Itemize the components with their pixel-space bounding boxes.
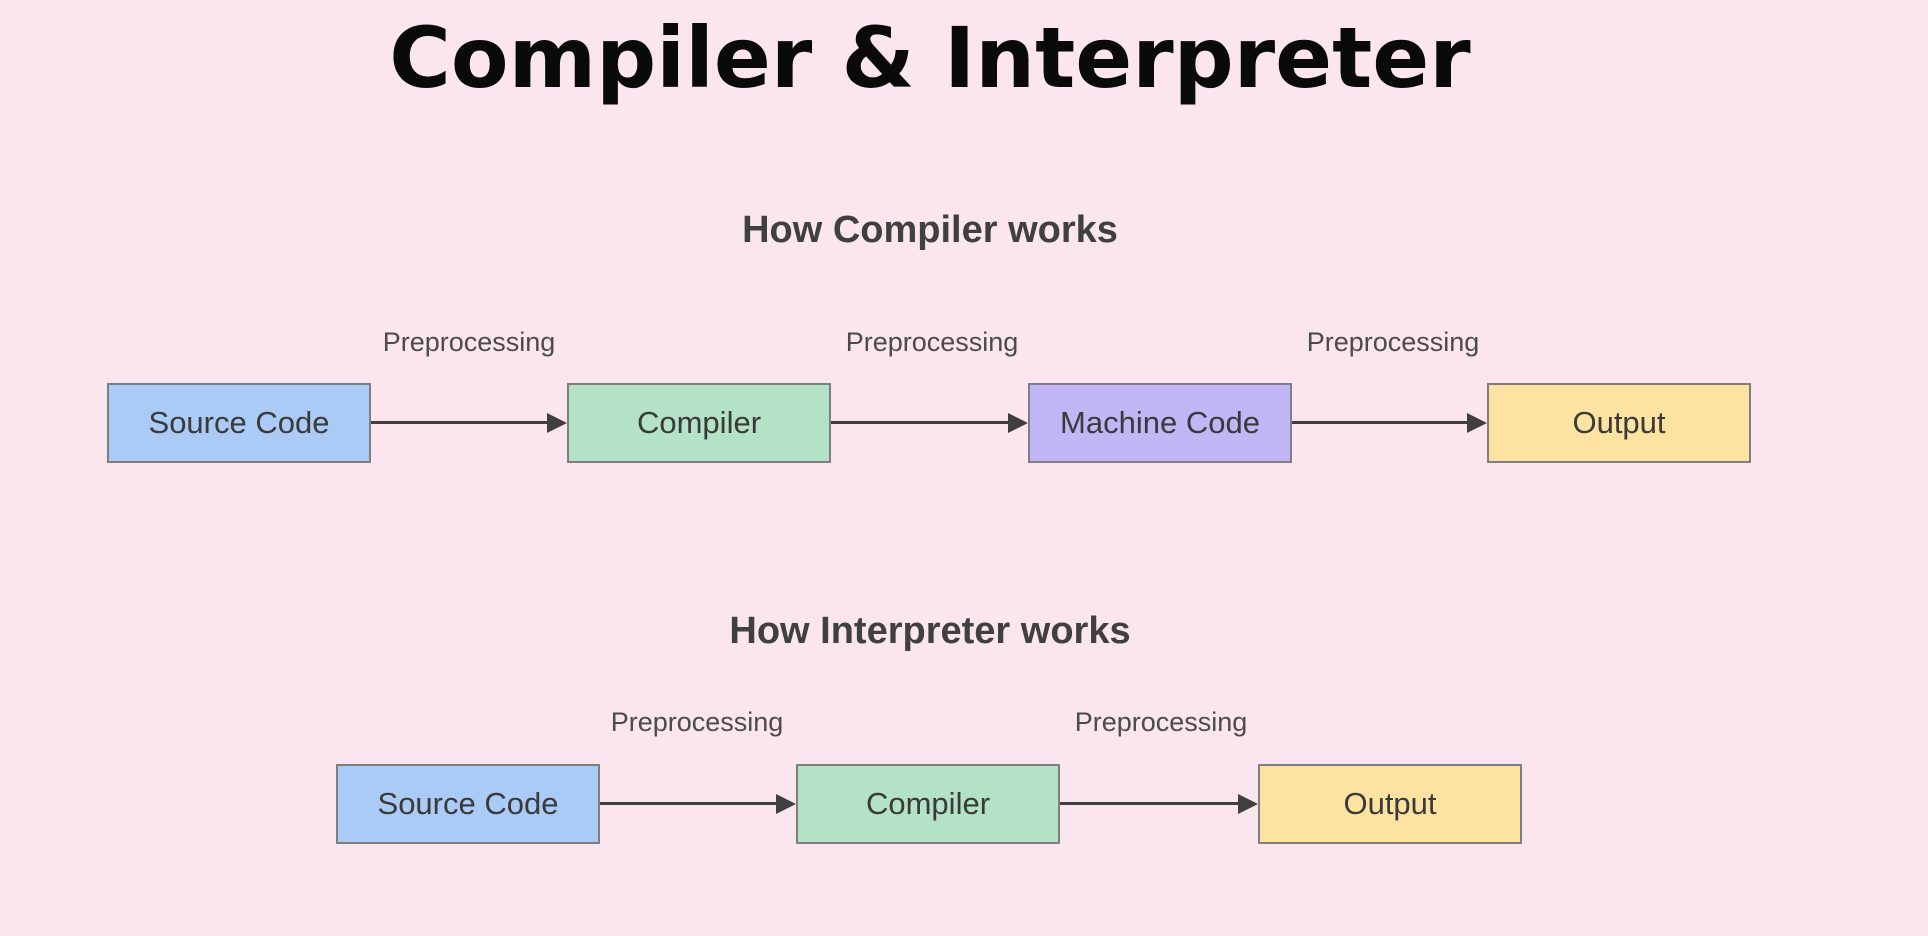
compiler-node-source-code: Source Code (107, 383, 371, 463)
compiler-node-compiler: Compiler (567, 383, 831, 463)
interpreter-edge-label-2: Preprocessing (1074, 707, 1248, 737)
compiler-arrow-1 (371, 413, 567, 433)
interpreter-node-compiler: Compiler (796, 764, 1060, 844)
interpreter-section-heading: How Interpreter works (729, 610, 1131, 652)
interpreter-node-source-code: Source Code (336, 764, 600, 844)
compiler-edge-label-1: Preprocessing (382, 327, 556, 357)
compiler-edge-label-3: Preprocessing (1306, 327, 1480, 357)
interpreter-arrow-2 (1060, 794, 1258, 814)
compiler-edge-label-2: Preprocessing (845, 327, 1019, 357)
compiler-section-heading: How Compiler works (742, 209, 1118, 251)
page-title: Compiler & Interpreter (389, 9, 1471, 107)
interpreter-node-output: Output (1258, 764, 1522, 844)
compiler-node-output: Output (1487, 383, 1751, 463)
interpreter-edge-label-1: Preprocessing (610, 707, 784, 737)
compiler-arrow-3 (1292, 413, 1487, 433)
interpreter-arrow-1 (600, 794, 796, 814)
compiler-node-machine-code: Machine Code (1028, 383, 1292, 463)
compiler-arrow-2 (831, 413, 1028, 433)
